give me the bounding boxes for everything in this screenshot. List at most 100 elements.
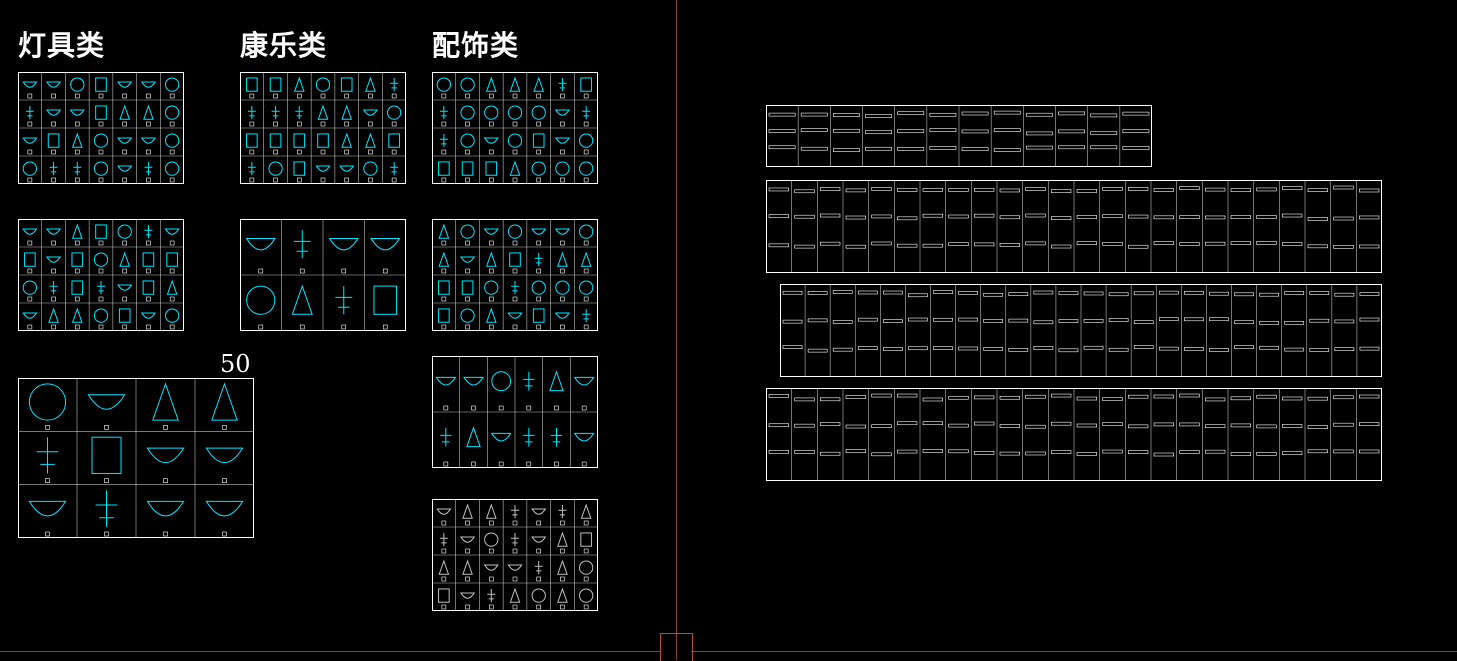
block-symbol [485,161,498,176]
block-symbol [28,500,67,517]
block-symbol [71,307,83,323]
block-symbol [95,105,107,120]
rec_b-drawing [240,219,406,331]
block-symbol [295,105,304,120]
block-symbol [71,132,83,148]
block-symbol [341,104,353,120]
block-symbol [485,251,497,267]
category-title-decor: 配饰类 [432,29,520,62]
category-title-recreation: 康乐类 [240,29,328,62]
block-symbol [46,81,62,88]
block-sheet-decor-2[interactable] [432,219,598,331]
block-symbol [461,161,474,176]
block-symbol [390,77,399,92]
block-symbol [46,109,62,116]
category-title-lamps: 灯具类 [18,29,106,62]
block-symbol [582,308,591,323]
block-symbol [555,161,570,176]
block-symbol [36,437,59,474]
block-symbol [71,223,83,239]
block-sheet-recreation-2[interactable] [240,219,406,331]
block-symbol [245,238,276,251]
block-symbol [460,133,475,148]
block-symbol [247,161,256,176]
block-symbol [438,308,450,323]
block-symbol [531,536,547,543]
layout-divider-vertical [676,0,677,660]
block-symbol [507,133,523,148]
block-symbol [509,160,521,176]
block-symbol [271,105,280,120]
block-symbol [483,137,499,144]
block-symbol [509,252,521,267]
block-symbol [483,564,499,571]
block-symbol [117,284,133,291]
block-sheet-recreation-1[interactable] [240,72,406,184]
block-symbol [557,559,568,575]
block-symbol [22,161,37,176]
block-sheet-lamps-3[interactable] [18,378,254,538]
block-symbol [165,77,180,92]
block-symbol [91,436,122,474]
block-symbol [438,280,450,295]
lamps_a-drawing [18,72,184,184]
block-symbol [439,105,448,120]
block-symbol [73,161,82,176]
block-symbol [117,224,132,239]
block-symbol [140,81,156,88]
block-symbol [554,228,570,235]
detail-sheet-3[interactable] [780,284,1382,377]
block-sheet-lamps-1[interactable] [18,72,184,184]
block-symbol [146,447,185,464]
block-symbol [558,77,567,92]
block-symbol [461,280,474,295]
block-symbol [152,382,179,421]
block-symbol [117,137,133,144]
block-symbol [370,238,401,251]
block-symbol [119,251,131,267]
block-symbol [293,161,306,176]
block-symbol [140,312,156,319]
block-symbol [554,109,570,116]
detail-sheet-2[interactable] [766,180,1382,273]
block-symbol [365,132,376,148]
block-symbol [491,371,512,392]
block-symbol [293,76,305,92]
block-symbol [70,77,85,92]
block-symbol [293,230,311,259]
block-symbol [269,77,282,92]
block-symbol [555,280,570,295]
block-symbol [507,312,523,319]
block-symbol [69,109,85,116]
block-symbol [25,105,34,120]
block-symbol [579,224,594,239]
detail-sheet-4[interactable] [766,388,1382,481]
decor_b-drawing [432,219,598,331]
block-symbol [485,76,497,92]
block-sheet-lamps-2[interactable] [18,219,184,331]
detail-sheet-1[interactable] [766,105,1152,167]
detail_1-drawing [766,105,1152,167]
layout-border-bottom-right [691,651,1457,652]
block-symbol [93,308,109,323]
ucs-icon[interactable] [660,633,693,661]
block-symbol [340,77,353,92]
block-symbol [460,224,475,239]
block-symbol [146,500,185,517]
block-sheet-decor-1[interactable] [432,72,598,184]
block-sheet-decor-4[interactable] [432,499,598,611]
block-symbol [339,165,355,172]
block-symbol [48,307,59,323]
block-symbol [534,252,543,267]
block-symbol [531,280,546,295]
block-symbol [341,132,353,148]
block-symbol [557,531,568,547]
block-symbol [373,285,398,315]
block-sheet-decor-3[interactable] [432,356,598,468]
decor_a-drawing [432,72,598,184]
block-symbol [438,161,450,176]
block-symbol [460,308,475,323]
block-symbol [95,77,107,92]
block-symbol [531,161,546,176]
